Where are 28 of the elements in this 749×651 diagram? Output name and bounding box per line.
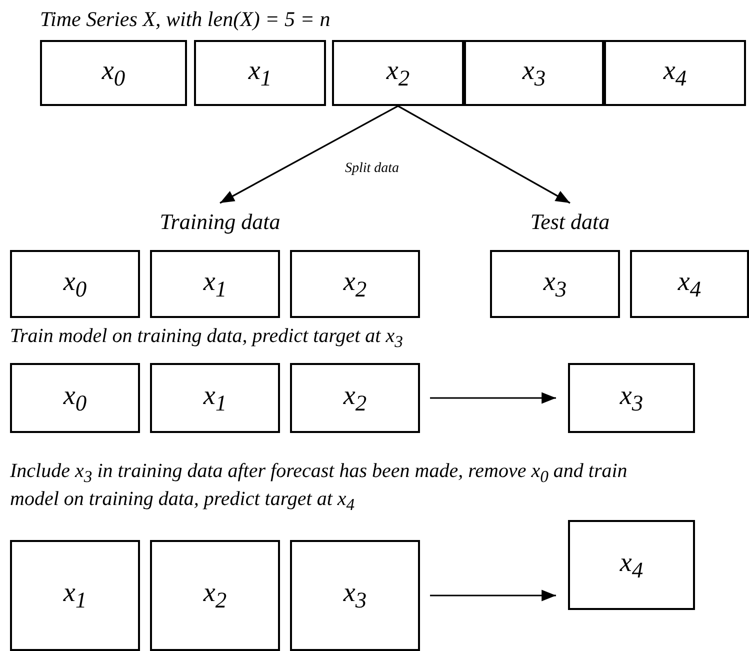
data-point-box: x$_{3}$ — [290, 540, 420, 651]
data-point-box: x$_{3}$ — [490, 250, 620, 318]
data-point-box: x$_{0}$ — [40, 40, 187, 106]
diagram-title: Time Series X, with len(X) = 5 = n — [40, 8, 330, 30]
data-point-box: x$_{2}$ — [332, 40, 464, 106]
step-caption: Include x$_{3}$ in training data after forecast has been made, remove x$_{0}$ and train model on training data, predict target at x$_{4}$ — [10, 460, 628, 516]
data-point-box: x$_{0}$ — [10, 363, 140, 433]
section-heading: Test data — [510, 205, 630, 239]
arrow — [398, 105, 570, 204]
data-point-box: x$_{4}$ — [630, 250, 749, 318]
data-point-box: x$_{1}$ — [194, 40, 326, 106]
data-point-box: x$_{0}$ — [10, 250, 140, 318]
section-heading: Training data — [140, 205, 300, 239]
data-point-box: x$_{3}$ — [568, 363, 695, 433]
step-caption: Train model on training data, predict target at x$_{3}$ — [10, 325, 403, 353]
data-point-box: x$_{4}$ — [568, 520, 695, 610]
data-point-box: x$_{2}$ — [290, 250, 420, 318]
data-point-box: x$_{2}$ — [150, 540, 280, 651]
arrow — [430, 590, 556, 602]
data-point-box: x$_{1}$ — [10, 540, 140, 651]
data-point-box: x$_{1}$ — [150, 363, 280, 433]
data-point-box: x$_{3}$ — [464, 40, 604, 106]
data-point-box: x$_{4}$ — [604, 40, 746, 106]
data-point-box: x$_{1}$ — [150, 250, 280, 318]
split-caption: Split data — [345, 160, 400, 178]
arrow — [430, 392, 556, 404]
data-point-box: x$_{2}$ — [290, 363, 420, 433]
arrow — [220, 105, 398, 204]
